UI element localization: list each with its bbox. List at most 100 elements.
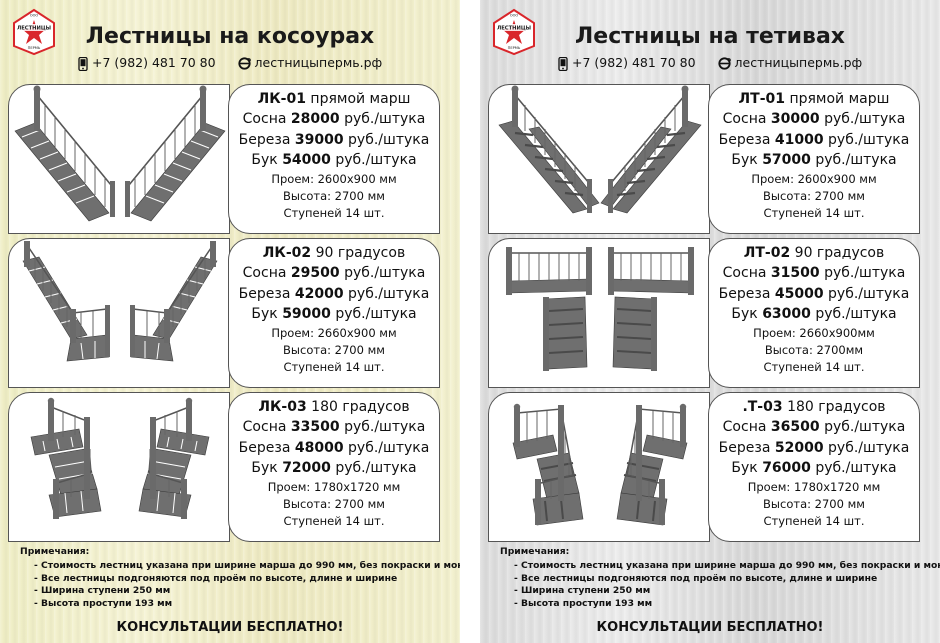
quarter-turn-stair-illustration: [506, 247, 694, 371]
product-row-lt01: ЛТ-01 прямой марш Сосна 30000 руб./штука…: [488, 84, 920, 234]
spec-height: Высота: 2700 мм: [283, 188, 385, 203]
company-logo: ООО ЛЕСТНИЦЫ ПЕРМЬ: [493, 8, 535, 56]
product-code: ЛТ-01: [738, 91, 786, 107]
stair-image-box: [8, 238, 230, 388]
spec-steps: Ступеней 14 шт.: [763, 513, 865, 528]
phone-number: +7 (982) 481 70 80: [91, 55, 216, 70]
price-value: 42000: [294, 285, 344, 302]
price-line: Береза 48000 руб./штука: [238, 439, 430, 456]
straight-stair-illustration: [498, 85, 702, 214]
stair-image-box: [8, 84, 230, 234]
price-value: 72000: [282, 460, 331, 476]
company-logo: ООО ЛЕСТНИЦЫ ПЕРМЬ: [13, 8, 55, 56]
price-value: 76000: [762, 460, 811, 476]
product-type: 90 градусов: [315, 245, 406, 261]
logo-text-main: ЛЕСТНИЦЫ: [17, 26, 51, 32]
price-value: 36500: [770, 419, 820, 435]
product-type: прямой марш: [789, 91, 890, 107]
spec-steps: Ступеней 14 шт.: [763, 205, 865, 220]
product-code: .Т-03: [742, 399, 783, 415]
product-heading: .Т-03 180 градусов: [709, 397, 919, 417]
product-type: 90 градусов: [794, 245, 885, 261]
price-value: 29500: [290, 265, 340, 281]
spec-steps: Ступеней 14 шт.: [283, 513, 385, 528]
notes-title: Примечания:: [20, 546, 90, 557]
note-item: - Ширина ступени 250 мм: [34, 585, 171, 597]
price-value: 45000: [774, 285, 824, 302]
price-line: Сосна 31500 руб./штука: [722, 265, 906, 281]
product-code: ЛК-03: [258, 399, 307, 415]
contacts-bar: +7 (982) 481 70 80 лестницыпермь.рф: [558, 55, 862, 71]
price-line: Бук 59000 руб./штука: [251, 306, 417, 322]
price-line: Бук 57000 руб./штука: [731, 152, 897, 168]
product-type: 180 градусов: [311, 399, 410, 415]
product-row-lk01: ЛК-01 прямой марш Сосна 28000 руб./штука…: [8, 84, 440, 234]
price-value: 48000: [294, 439, 344, 456]
price-value: 59000: [282, 306, 331, 322]
phone-icon: [558, 56, 568, 71]
spec-opening: Проем: 2600х900 мм: [271, 171, 397, 186]
spec-opening: Проем: 1780х1720 мм: [267, 479, 401, 494]
product-heading: ЛТ-02 90 градусов: [709, 243, 919, 263]
product-heading: ЛК-01 прямой марш: [229, 89, 439, 109]
phone-number: +7 (982) 481 70 80: [571, 55, 696, 70]
spec-height: Высота: 2700 мм: [283, 342, 385, 357]
price-value: 41000: [774, 131, 824, 148]
product-info-card: ЛТ-01 прямой марш Сосна 30000 руб./штука…: [708, 84, 920, 234]
notes-block: Примечания: - Стоимость лестниц указана …: [20, 546, 460, 611]
note-item: - Стоимость лестниц указана при ширине м…: [34, 559, 460, 571]
internet-icon: [237, 57, 251, 70]
stair-image-box: [488, 392, 710, 542]
price-line: Бук 54000 руб./штука: [251, 152, 417, 168]
contacts-bar: +7 (982) 481 70 80 лестницыпермь.рф: [78, 55, 382, 71]
page-title: Лестницы на тетивах: [575, 24, 845, 49]
product-code: ЛТ-02: [743, 245, 791, 261]
price-line: Сосна 33500 руб./штука: [242, 419, 426, 435]
product-type: прямой марш: [310, 91, 411, 107]
logo-text-bottom: ПЕРМЬ: [28, 46, 41, 50]
note-item: - Все лестницы подгоняются под проём по …: [34, 572, 398, 584]
price-line: Береза 52000 руб./штука: [718, 439, 910, 456]
price-value: 39000: [294, 131, 344, 148]
product-row-lt02: ЛТ-02 90 градусов Сосна 31500 руб./штука…: [488, 238, 920, 388]
spec-opening: Проем: 1780х1720 мм: [747, 479, 881, 494]
logo-text-top: ООО: [510, 14, 519, 18]
price-line: Береза 41000 руб./штука: [718, 131, 910, 148]
price-value: 28000: [290, 111, 340, 127]
product-row-lk03: ЛК-03 180 градусов Сосна 33500 руб./штук…: [8, 392, 440, 542]
spec-opening: Проем: 2600х900 мм: [751, 171, 877, 186]
product-code: ЛК-01: [257, 91, 306, 107]
logo-text-bottom: ПЕРМЬ: [508, 46, 521, 50]
price-line: Сосна 28000 руб./штука: [242, 111, 426, 127]
price-value: 52000: [774, 439, 824, 456]
product-info-card: ЛК-02 90 градусов Сосна 29500 руб./штука…: [228, 238, 440, 388]
notes-title: Примечания:: [500, 546, 570, 557]
price-line: Береза 42000 руб./штука: [238, 285, 430, 302]
website-link[interactable]: лестницыпермь.рф: [734, 55, 863, 70]
spec-steps: Ступеней 14 шт.: [763, 359, 865, 374]
product-heading: ЛТ-01 прямой марш: [709, 89, 919, 109]
price-value: 54000: [282, 152, 331, 168]
half-turn-stair-illustration: [30, 397, 210, 519]
product-info-card: ЛК-03 180 градусов Сосна 33500 руб./штук…: [228, 392, 440, 542]
spec-steps: Ступеней 14 шт.: [283, 205, 385, 220]
spec-height: Высота: 2700 мм: [763, 496, 865, 511]
logo-text-top: ООО: [30, 14, 39, 18]
price-line: Сосна 29500 руб./штука: [242, 265, 426, 281]
price-line: Бук 72000 руб./штука: [251, 460, 417, 476]
spec-height: Высота: 2700 мм: [763, 188, 865, 203]
spec-height: Высота: 2700мм: [764, 342, 864, 357]
website-link[interactable]: лестницыпермь.рф: [254, 55, 383, 70]
straight-stair-illustration: [14, 85, 226, 222]
product-heading: ЛК-02 90 градусов: [229, 243, 439, 263]
stair-image-box: [488, 84, 710, 234]
product-row-lk02: ЛК-02 90 градусов Сосна 29500 руб./штука…: [8, 238, 440, 388]
note-item: - Высота проступи 193 мм: [514, 598, 653, 610]
flyer-kosour: ООО ЛЕСТНИЦЫ ПЕРМЬ Лестницы на косоурах …: [0, 0, 460, 643]
spec-steps: Ступеней 14 шт.: [283, 359, 385, 374]
spec-opening: Проем: 2660х900мм: [753, 325, 875, 340]
product-type: 180 градусов: [787, 399, 886, 415]
price-line: Береза 45000 руб./штука: [718, 285, 910, 302]
notes-block: Примечания: - Стоимость лестниц указана …: [500, 546, 940, 611]
consultation-banner: КОНСУЛЬТАЦИИ БЕСПЛАТНО!: [116, 620, 344, 635]
